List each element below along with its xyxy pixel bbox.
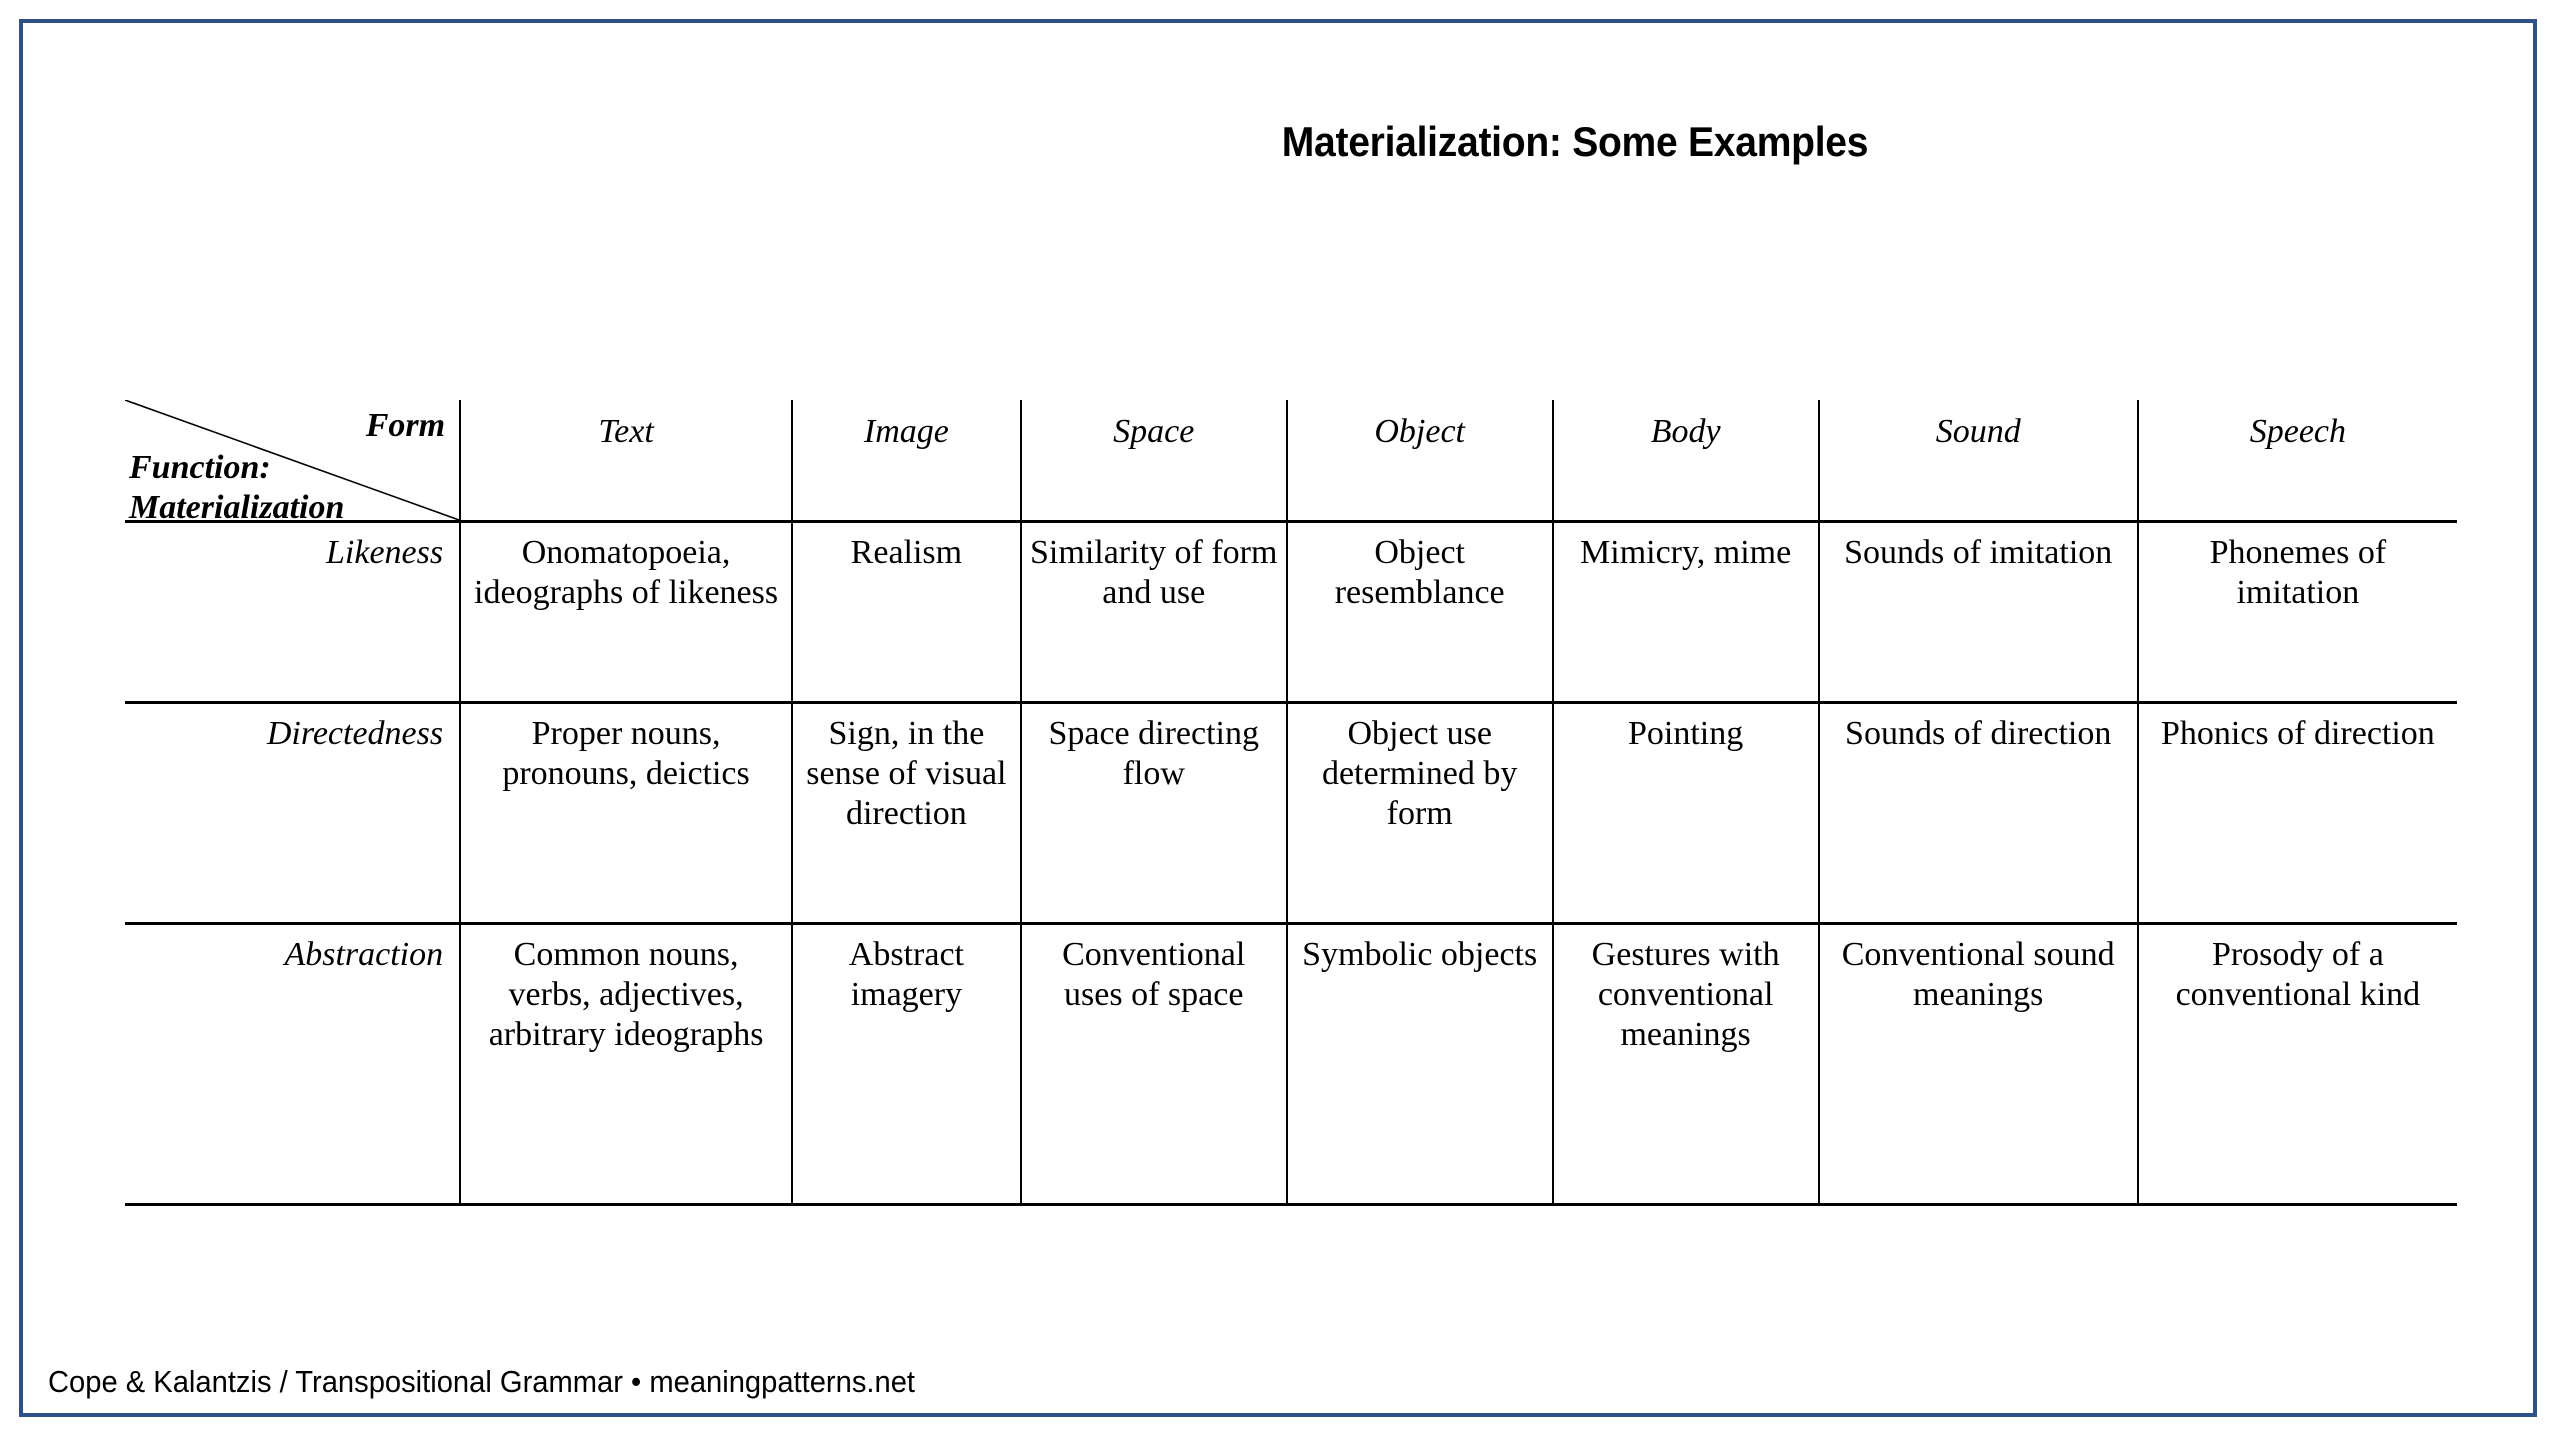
cell-abstraction-speech: Prosody of a conventional kind: [2136, 923, 2457, 1206]
row-label-abstraction: Abstraction: [125, 923, 461, 1206]
table-row: Likeness Onomatopoeia, ideographs of lik…: [125, 521, 2457, 704]
cell-likeness-text: Onomatopoeia, ideographs of likeness: [459, 521, 793, 704]
cell-likeness-image: Realism: [791, 521, 1021, 704]
cell-directedness-object: Object use determined by form: [1285, 702, 1553, 925]
cell-abstraction-text: Common nouns, verbs, adjectives, arbitra…: [459, 923, 793, 1206]
cell-directedness-image: Sign, in the sense of visual direction: [791, 702, 1021, 925]
cell-likeness-body: Mimicry, mime: [1551, 521, 1819, 704]
page-title: Materialization: Some Examples: [1281, 118, 1869, 165]
cell-abstraction-space: Conventional uses of space: [1019, 923, 1287, 1206]
matrix-corner-cell: Form Function: Materialization: [125, 400, 461, 526]
column-header-object: Object: [1285, 400, 1553, 523]
column-header-space: Space: [1019, 400, 1287, 523]
corner-function-label: Function: Materialization: [129, 448, 344, 528]
cell-abstraction-sound: Conventional sound meanings: [1817, 923, 2138, 1206]
cell-likeness-sound: Sounds of imitation: [1817, 521, 2138, 704]
cell-directedness-space: Space directing flow: [1019, 702, 1287, 925]
column-header-image: Image: [791, 400, 1021, 523]
cell-directedness-sound: Sounds of direction: [1817, 702, 2138, 925]
cell-abstraction-object: Symbolic objects: [1285, 923, 1553, 1206]
column-header-speech: Speech: [2136, 400, 2457, 523]
cell-abstraction-image: Abstract imagery: [791, 923, 1021, 1206]
materialization-matrix: Form Function: Materialization Text Imag…: [125, 400, 2457, 1206]
corner-function-line1: Function:: [129, 449, 271, 486]
corner-diagonal-line: [125, 400, 460, 520]
column-header-sound: Sound: [1817, 400, 2138, 523]
column-header-body: Body: [1551, 400, 1819, 523]
column-header-text: Text: [459, 400, 793, 523]
cell-abstraction-body: Gestures with conventional meanings: [1551, 923, 1819, 1206]
cell-directedness-speech: Phonics of direction: [2136, 702, 2457, 925]
table-row: Directedness Proper nouns, pronouns, dei…: [125, 702, 2457, 925]
corner-form-label: Form: [365, 407, 446, 444]
cell-likeness-space: Similarity of form and use: [1019, 521, 1287, 704]
table-row: Abstraction Common nouns, verbs, adjecti…: [125, 923, 2457, 1206]
cell-directedness-text: Proper nouns, pronouns, deictics: [459, 702, 793, 925]
footer-attribution: Cope & Kalantzis / Transpositional Gramm…: [48, 1364, 916, 1399]
row-label-likeness: Likeness: [125, 521, 461, 704]
cell-directedness-body: Pointing: [1551, 702, 1819, 925]
cell-likeness-speech: Phonemes of imitation: [2136, 521, 2457, 704]
matrix-table: Form Function: Materialization Text Imag…: [125, 400, 2457, 1206]
corner-function-line2: Materialization: [129, 488, 345, 526]
cell-likeness-object: Object resemblance: [1285, 521, 1553, 704]
matrix-header-row: Form Function: Materialization Text Imag…: [125, 400, 2457, 526]
row-label-directedness: Directedness: [125, 702, 461, 925]
